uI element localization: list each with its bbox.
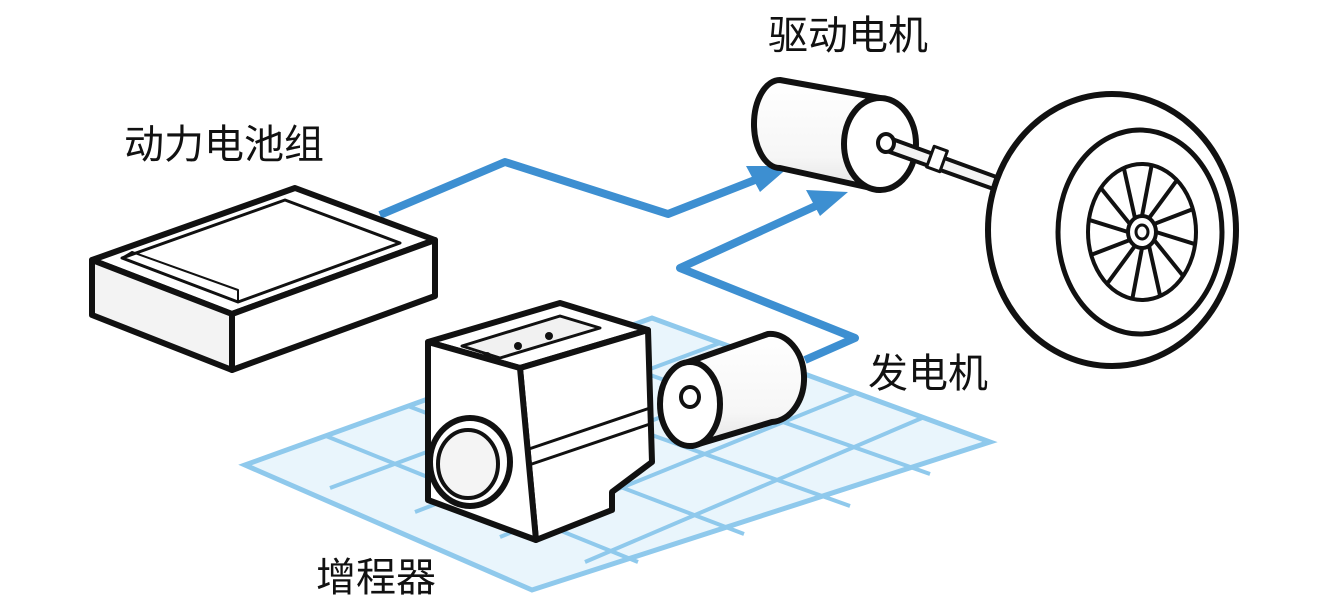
- wheel-spoke: [1121, 167, 1137, 219]
- range-extender-label: 增程器: [316, 555, 436, 601]
- battery-pack: [89, 185, 438, 373]
- wheel-spoke: [1147, 178, 1179, 220]
- wheel-spoke: [1140, 164, 1154, 217]
- wheel-spoke: [1105, 244, 1137, 286]
- wheel-spoke: [1088, 217, 1129, 234]
- flow-arrow-battery-to-motor: [378, 158, 790, 219]
- wheel-spoke: [1099, 186, 1132, 226]
- wheel-spoke: [1155, 230, 1196, 247]
- generator-label: 发电机: [868, 351, 988, 397]
- battery-pack-label: 动力电池组: [124, 122, 324, 168]
- wheel-spoke: [1090, 238, 1131, 257]
- drive-motor-label: 驱动电机: [768, 13, 928, 59]
- wheel: [985, 91, 1239, 369]
- flow-arrow-generator-to-motor: [676, 190, 859, 364]
- generator: [657, 330, 807, 449]
- wheel-spoke: [1152, 238, 1185, 278]
- range-extender-engine: [425, 300, 655, 543]
- wheel-spoke: [1147, 245, 1163, 297]
- wheel-spoke: [1130, 247, 1144, 300]
- wheel-spoke: [1153, 207, 1194, 226]
